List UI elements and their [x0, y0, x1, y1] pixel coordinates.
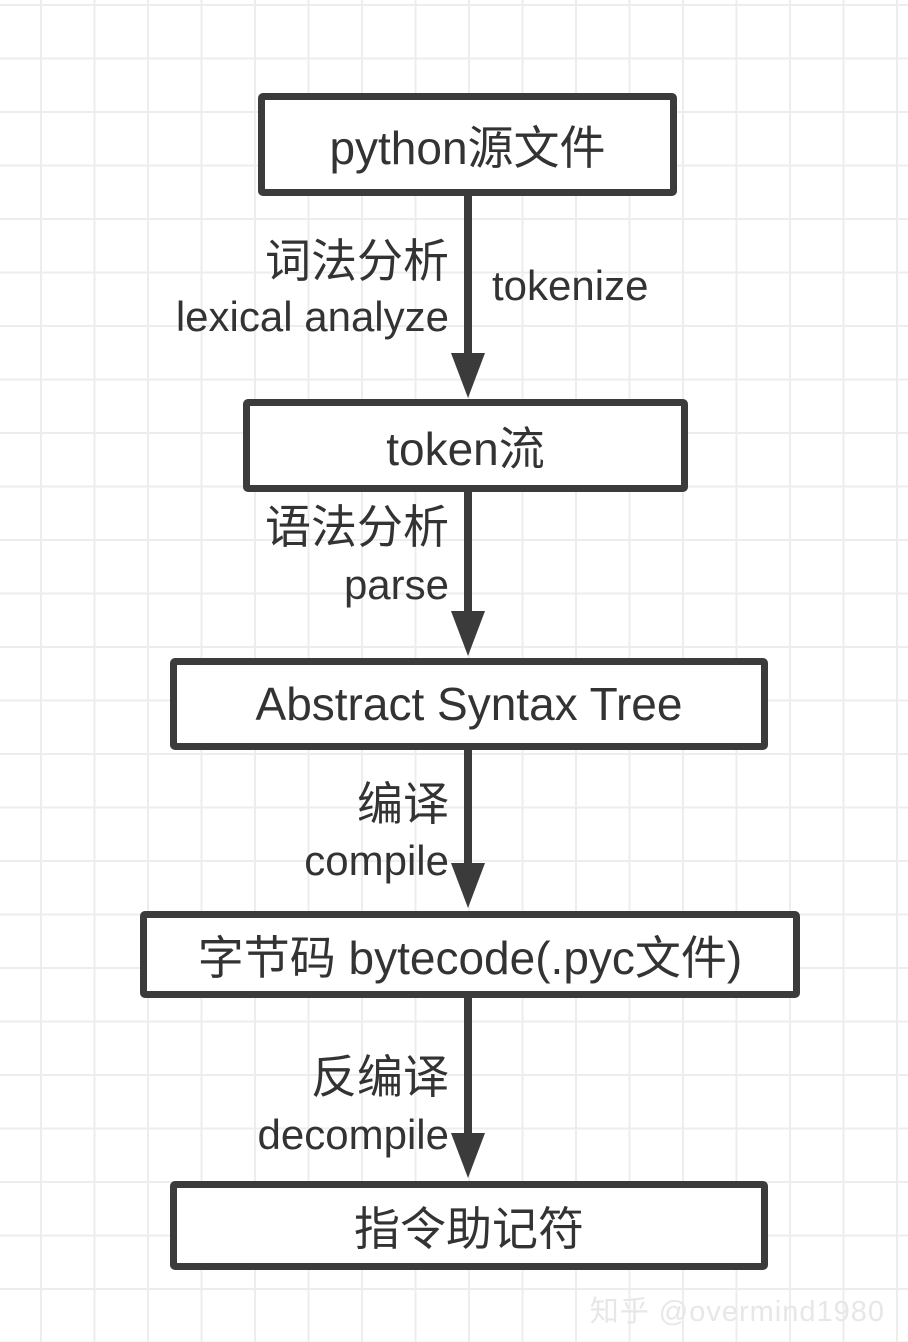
edge-label-parse-zh: 语法分析	[265, 501, 449, 553]
edge-label-decompile-zh: 反编译	[311, 1051, 449, 1103]
arrow-compile	[451, 750, 485, 908]
edge-label-parse-en: parse	[343, 561, 449, 608]
node-bytecode: 字节码 bytecode(.pyc文件)	[140, 911, 800, 998]
node-label: 字节码 bytecode(.pyc文件)	[197, 931, 743, 984]
edge-label-lexical-analyze-en: lexical analyze	[175, 293, 449, 340]
arrow-head-icon	[451, 611, 485, 656]
node-instruction-mnemonics: 指令助记符	[170, 1181, 768, 1270]
arrow-parse	[451, 492, 485, 656]
arrow-decompile	[451, 998, 485, 1178]
arrow-shaft	[464, 750, 472, 868]
arrow-shaft	[464, 492, 472, 616]
node-label: 指令助记符	[354, 1202, 584, 1255]
edge-label-compile-zh: 编译	[357, 778, 449, 830]
node-label: python源文件	[329, 121, 606, 174]
arrow-tokenize	[451, 196, 485, 398]
zhihu-watermark: 知乎 @overmind1980	[589, 1296, 885, 1328]
arrow-head-icon	[451, 863, 485, 908]
node-abstract-syntax-tree: Abstract Syntax Tree	[170, 658, 768, 750]
arrow-shaft	[464, 196, 472, 358]
arrow-head-icon	[451, 353, 485, 398]
edge-label-tokenize: tokenize	[492, 262, 649, 309]
edge-label-lexical-analyze-zh: 词法分析	[265, 235, 449, 287]
node-python-source-file: python源文件	[258, 93, 677, 196]
edge-label-decompile-en: decompile	[257, 1111, 449, 1158]
arrow-head-icon	[451, 1133, 485, 1178]
edge-label-compile-en: compile	[304, 837, 449, 884]
node-label: Abstract Syntax Tree	[255, 678, 683, 730]
node-token-stream: token流	[243, 399, 688, 492]
node-label: token流	[386, 422, 545, 475]
arrow-shaft	[464, 998, 472, 1138]
